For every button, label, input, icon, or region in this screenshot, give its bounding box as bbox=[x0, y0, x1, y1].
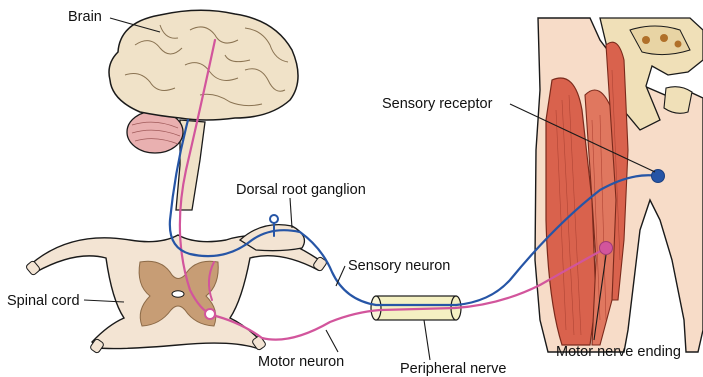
sacral-foramen bbox=[675, 41, 682, 48]
label-dorsal-root-ganglion: Dorsal root ganglion bbox=[236, 182, 366, 198]
label-sensory-neuron: Sensory neuron bbox=[348, 258, 450, 274]
spinal-cord-section bbox=[25, 225, 327, 354]
dorsal-root-ganglion bbox=[240, 225, 304, 251]
brain-illustration bbox=[109, 10, 298, 210]
peripheral-nerve-leader bbox=[424, 320, 430, 360]
motor-neuron-leader bbox=[326, 330, 338, 352]
label-motor-neuron: Motor neuron bbox=[258, 354, 344, 370]
motor-nerve-ending-dot bbox=[600, 242, 613, 255]
label-spinal-cord: Spinal cord bbox=[7, 293, 80, 309]
sensory-neuron-leader bbox=[336, 266, 345, 286]
dorsal-root-ganglion-leader bbox=[290, 198, 292, 228]
label-sensory-receptor: Sensory receptor bbox=[382, 96, 493, 112]
motor-neuron-cell-body bbox=[205, 309, 215, 319]
pubic-bone bbox=[664, 87, 692, 114]
sacral-foramen bbox=[642, 36, 650, 44]
central-canal bbox=[172, 291, 184, 297]
label-motor-nerve-ending: Motor nerve ending bbox=[556, 344, 681, 360]
label-brain: Brain bbox=[68, 9, 102, 25]
nerve-sheath-end bbox=[371, 296, 381, 320]
label-peripheral-nerve: Peripheral nerve bbox=[400, 361, 506, 377]
dorsal-ganglion-cell-body bbox=[270, 215, 278, 223]
leg-illustration bbox=[535, 18, 703, 352]
sacral-foramen bbox=[660, 34, 668, 42]
